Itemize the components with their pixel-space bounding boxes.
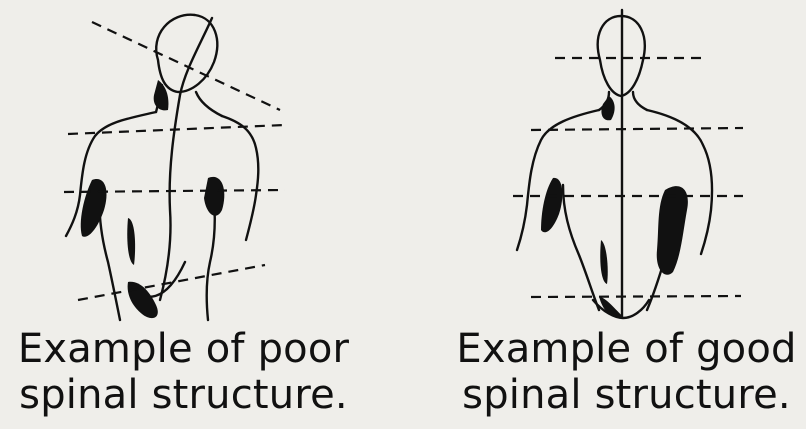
poor-spine-caption: Example of poor spinal structure.: [0, 326, 385, 418]
shoulder-alignment-line: [531, 128, 743, 130]
good-caption-line1: Example of good: [425, 326, 806, 372]
good-spine-caption: Example of good spinal structure.: [425, 326, 806, 418]
hip-alignment-line: [531, 296, 741, 297]
shade-right-arm: [657, 186, 688, 275]
good-caption-line2: spinal structure.: [425, 372, 806, 418]
waist-left: [563, 185, 599, 310]
spine-line: [160, 18, 212, 300]
poor-caption-line1: Example of poor: [0, 326, 385, 372]
shade-left-arm: [541, 178, 562, 232]
figure-good-spine: Example of good spinal structure.: [403, 0, 806, 429]
shade-right-arm: [204, 177, 224, 216]
shade-pelvis: [128, 282, 158, 318]
poor-caption-line2: spinal structure.: [0, 372, 385, 418]
torso-right-outline: [222, 116, 258, 240]
shade-neck: [601, 96, 614, 120]
waist-right: [207, 200, 215, 320]
shade-left-waist: [127, 218, 135, 265]
good-spine-body-illustration: [403, 0, 806, 330]
shade-left-arm: [81, 179, 107, 237]
shade-left-waist: [600, 240, 608, 284]
figure-poor-spine: Example of poor spinal structure.: [0, 0, 403, 429]
head-alignment-line: [92, 22, 280, 110]
poor-spine-body-illustration: [0, 0, 403, 330]
